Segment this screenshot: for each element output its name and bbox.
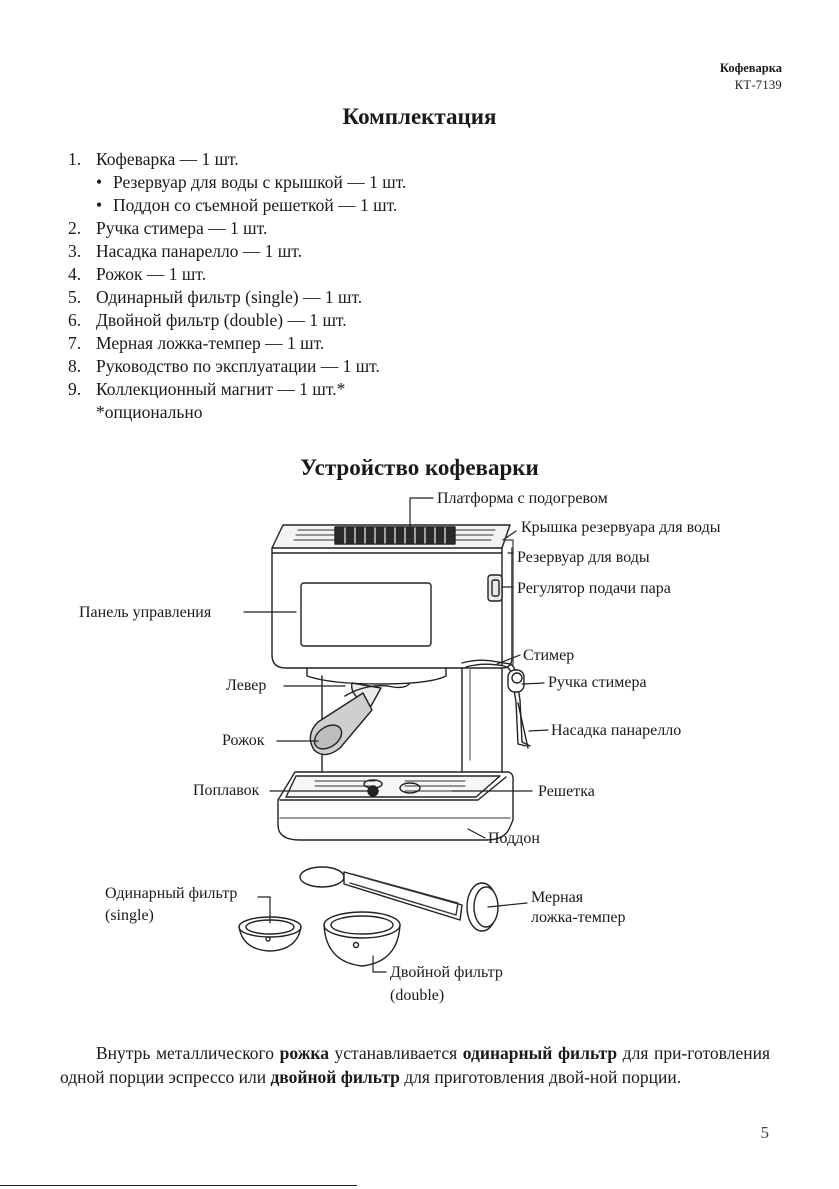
leader-lines	[243, 497, 549, 973]
label-float: Поплавок	[193, 782, 260, 799]
label-grate: Решетка	[538, 783, 595, 800]
body-paragraph: Внутрь металлического рожка устанавливае…	[60, 1043, 770, 1087]
double-filter-illustration	[323, 911, 401, 967]
tamper-illustration	[299, 866, 499, 932]
footer-rule	[0, 1185, 357, 1186]
label-portafilter: Рожок	[222, 732, 265, 749]
label-control-panel: Панель управления	[79, 604, 212, 621]
page-number: 5	[760, 1123, 770, 1142]
label-tamper: Мерная	[531, 889, 584, 906]
label-tamper-sub: ложка-темпер	[531, 909, 626, 926]
label-panarello: Насадка панарелло	[551, 722, 682, 739]
section-title-device: Устройство кофеварки	[300, 455, 539, 480]
header-product-name: Кофеварка	[719, 61, 782, 75]
label-steam-knob: Регулятор подачи пара	[517, 580, 671, 597]
label-tank-lid: Крышка резервуара для воды	[521, 519, 721, 536]
label-double-filter-sub: (double)	[390, 987, 445, 1004]
header-model-number: КТ-7139	[734, 78, 782, 92]
label-drip-tray: Поддон	[488, 830, 540, 847]
label-heating-platform: Платформа с подогревом	[437, 490, 608, 507]
label-water-tank: Резервуар для воды	[517, 549, 650, 566]
label-single-filter-sub: (single)	[105, 907, 154, 924]
label-steamer-handle: Ручка стимера	[548, 674, 647, 691]
label-steamer: Стимер	[523, 647, 575, 664]
portafilter-illustration	[309, 682, 411, 756]
heating-platform-illustration	[271, 524, 511, 554]
label-lever: Левер	[226, 677, 267, 694]
steamer-illustration	[461, 659, 531, 749]
section-title-contents: Комплектация	[342, 104, 497, 129]
label-double-filter: Двойной фильтр	[390, 964, 503, 981]
label-single-filter: Одинарный фильтр	[105, 885, 238, 902]
machine-body-illustration	[271, 539, 514, 773]
drip-tray-illustration	[277, 771, 514, 841]
